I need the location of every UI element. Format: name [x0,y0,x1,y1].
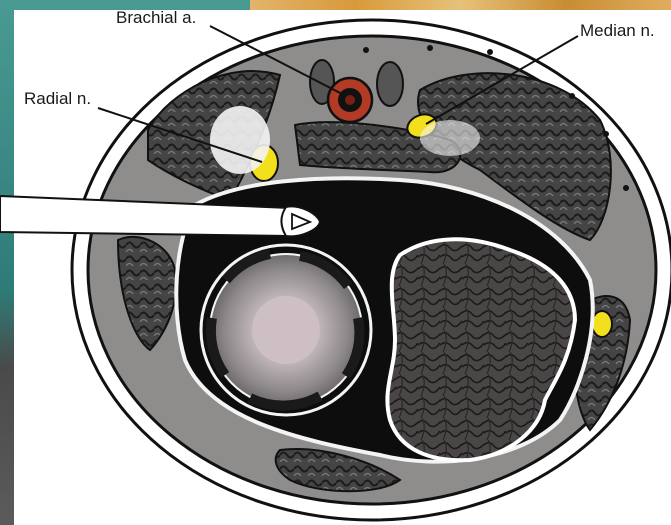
median-nerve-label: Median n. [580,22,655,39]
vessel-lumen [377,62,403,106]
skin-dot [363,47,369,53]
ulnar-nerve [592,311,612,337]
skin-dot [603,131,609,137]
fat-pad [210,106,270,174]
skin-dot [623,185,629,191]
brachial-artery-label: Brachial a. [116,9,196,26]
skin-dot [487,49,493,55]
skin-dot [427,45,433,51]
fat-pad [420,120,480,156]
skin-dot [569,93,575,99]
brachial-artery-lumen-highlight [345,95,355,105]
catheter-lumen [252,296,320,364]
radial-nerve-label: Radial n. [24,90,91,107]
